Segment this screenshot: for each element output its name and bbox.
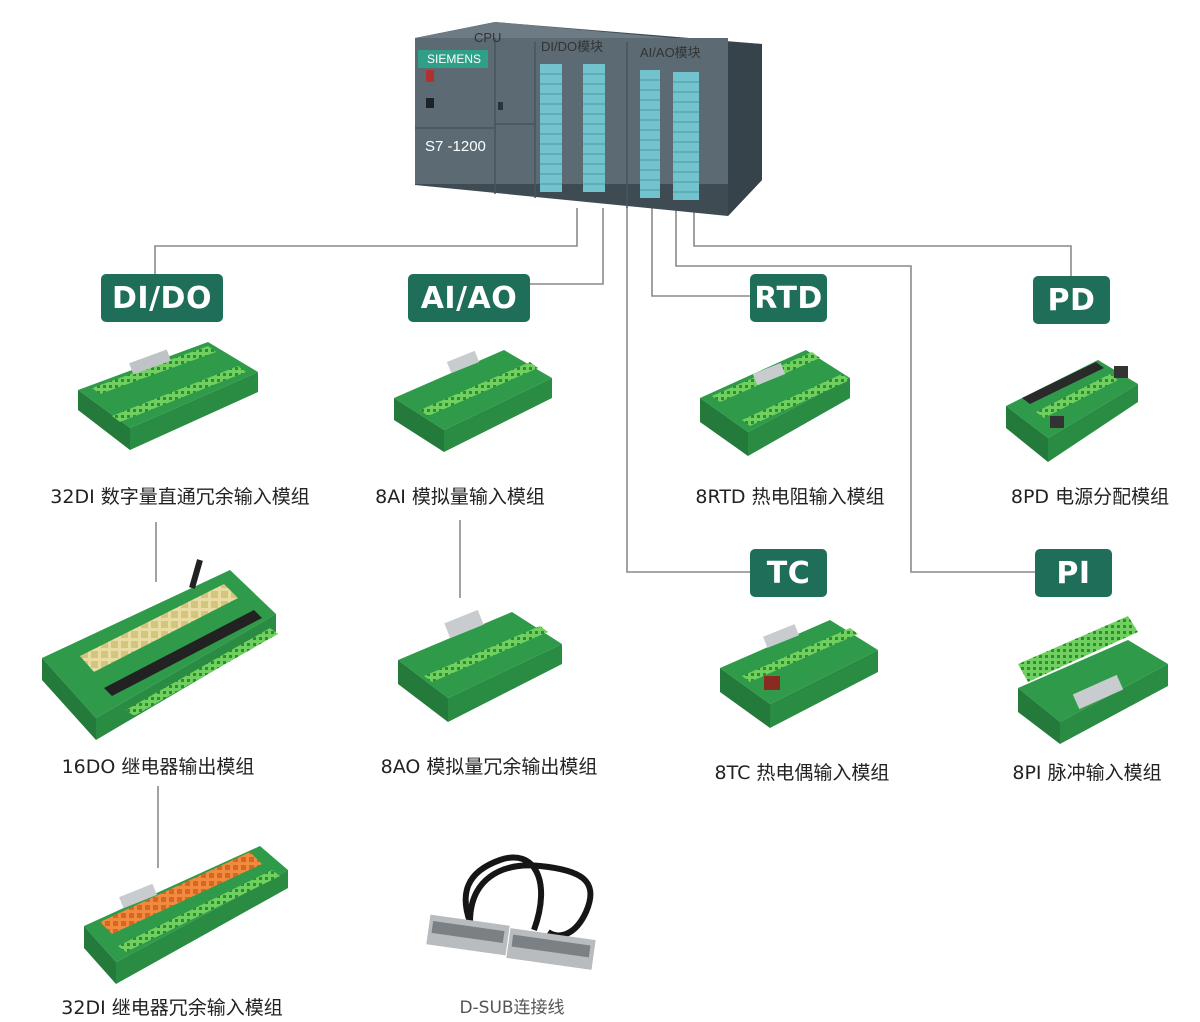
plc-unit bbox=[415, 22, 762, 216]
plc-label-dido: DI/DO模块 bbox=[541, 39, 604, 54]
module-rtd8-image bbox=[700, 350, 850, 456]
dsub-cable-image bbox=[426, 854, 596, 970]
caption-pi8: 8PI 脉冲输入模组 bbox=[1012, 762, 1162, 784]
caption-rtd8: 8RTD 热电阻输入模组 bbox=[695, 486, 885, 508]
caption-ai8: 8AI 模拟量输入模组 bbox=[375, 486, 545, 508]
line-to-tc bbox=[626, 208, 750, 573]
caption-di32: 32DI 数字量直通冗余输入模组 bbox=[50, 486, 310, 508]
module-di32-image bbox=[78, 342, 258, 450]
module-do16-image bbox=[42, 559, 278, 740]
badge-rtd: RTD bbox=[750, 274, 827, 322]
badge-tc: TC bbox=[750, 549, 827, 597]
plc-label-aiao: AI/AO模块 bbox=[640, 45, 701, 60]
badge-pi: PI bbox=[1035, 549, 1112, 597]
plc-brand: SIEMENS bbox=[427, 52, 482, 66]
badge-aiao: AI/AO bbox=[408, 274, 530, 322]
module-di32r-image bbox=[84, 846, 288, 984]
line-to-rtd bbox=[651, 208, 750, 297]
module-ao8-image bbox=[398, 609, 562, 722]
module-ai8-image bbox=[394, 350, 552, 452]
line-to-pd bbox=[693, 208, 1072, 276]
badge-pd: PD bbox=[1033, 276, 1110, 324]
module-pd8-image bbox=[1006, 360, 1138, 462]
caption-di32r: 32DI 继电器冗余输入模组 bbox=[61, 997, 283, 1019]
caption-do16: 16DO 继电器输出模组 bbox=[61, 756, 255, 778]
line-to-dido bbox=[154, 208, 578, 274]
caption-pd8: 8PD 电源分配模组 bbox=[1010, 486, 1170, 508]
module-pi8-image bbox=[1018, 616, 1168, 744]
line-to-aiao bbox=[530, 208, 604, 285]
module-tc8-image bbox=[720, 620, 878, 728]
caption-ao8: 8AO 模拟量冗余输出模组 bbox=[380, 756, 598, 778]
badge-dido: DI/DO bbox=[101, 274, 223, 322]
line-to-pi bbox=[675, 208, 1035, 573]
plc-model: S7 -1200 bbox=[425, 138, 486, 155]
plc-label-cpu: CPU bbox=[474, 30, 502, 45]
caption-tc8: 8TC 热电偶输入模组 bbox=[714, 762, 890, 784]
caption-dsub: D-SUB连接线 bbox=[459, 998, 565, 1018]
